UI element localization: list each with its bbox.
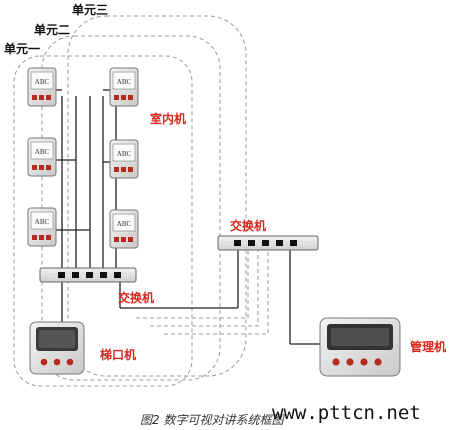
indoor-unit-button — [128, 237, 133, 242]
indoor-unit-screen-text: ABC — [117, 78, 132, 86]
indoor-unit-button — [114, 237, 119, 242]
indoor-unit: ABC — [109, 209, 139, 249]
indoor-unit-button — [114, 167, 119, 172]
indoor-unit-button — [32, 95, 37, 100]
main-switch — [217, 235, 319, 251]
local-switch-label: 交换机 — [118, 291, 155, 305]
indoor-unit: ABC — [27, 207, 57, 247]
door-unit-device — [29, 321, 85, 375]
unit-2-label: 单元二 — [34, 23, 71, 37]
indoor-unit-button — [121, 237, 126, 242]
unit-1-boundary — [13, 55, 193, 387]
unit-1-label: 单元一 — [4, 42, 41, 56]
main-switch-label: 交换机 — [230, 219, 267, 233]
indoor-unit-button — [114, 95, 119, 100]
indoor-unit: ABC — [27, 137, 57, 177]
indoor-unit-button — [46, 235, 51, 240]
uplink-unit-3 — [150, 250, 259, 327]
website-watermark: www.pttcn.net — [272, 402, 421, 424]
indoor-unit: ABC — [109, 67, 139, 107]
indoor-unit-button — [39, 235, 44, 240]
indoor-unit-button — [39, 95, 44, 100]
manager-label: 管理机 — [410, 340, 447, 354]
manager-device — [319, 317, 401, 377]
other-unit-uplinks — [136, 250, 269, 335]
indoor-unit-button — [46, 95, 51, 100]
indoor-unit-screen-text: ABC — [35, 218, 50, 226]
unit-3-boundary — [67, 15, 247, 377]
indoor-unit-button — [121, 167, 126, 172]
indoor-units: ABC ABC ABC ABC ABC ABC — [27, 67, 139, 249]
indoor-unit-label: 室内机 — [150, 112, 187, 126]
indoor-unit-button — [39, 165, 44, 170]
wiring — [56, 89, 322, 345]
indoor-unit-button — [121, 95, 126, 100]
unit-3-label: 单元三 — [72, 3, 109, 17]
local-switch-ports — [58, 272, 121, 278]
indoor-unit-screen-text: ABC — [117, 220, 132, 228]
main-switch-ports — [234, 240, 297, 246]
uplink-unit-extra — [164, 250, 269, 335]
figure-caption: 图2 数字可视对讲系统框图 — [140, 413, 284, 427]
uplink-unit-2 — [136, 250, 249, 319]
indoor-unit-button — [128, 95, 133, 100]
indoor-unit-button — [32, 165, 37, 170]
door-unit-label: 梯口机 — [100, 348, 137, 362]
indoor-unit-button — [46, 165, 51, 170]
indoor-unit-button — [128, 167, 133, 172]
indoor-unit-screen-text: ABC — [35, 148, 50, 156]
indoor-unit-screen-text: ABC — [117, 150, 132, 158]
indoor-unit-screen-text: ABC — [35, 78, 50, 86]
local-switch — [39, 267, 137, 283]
indoor-unit-button — [32, 235, 37, 240]
indoor-unit: ABC — [27, 67, 57, 107]
indoor-unit: ABC — [109, 139, 139, 179]
